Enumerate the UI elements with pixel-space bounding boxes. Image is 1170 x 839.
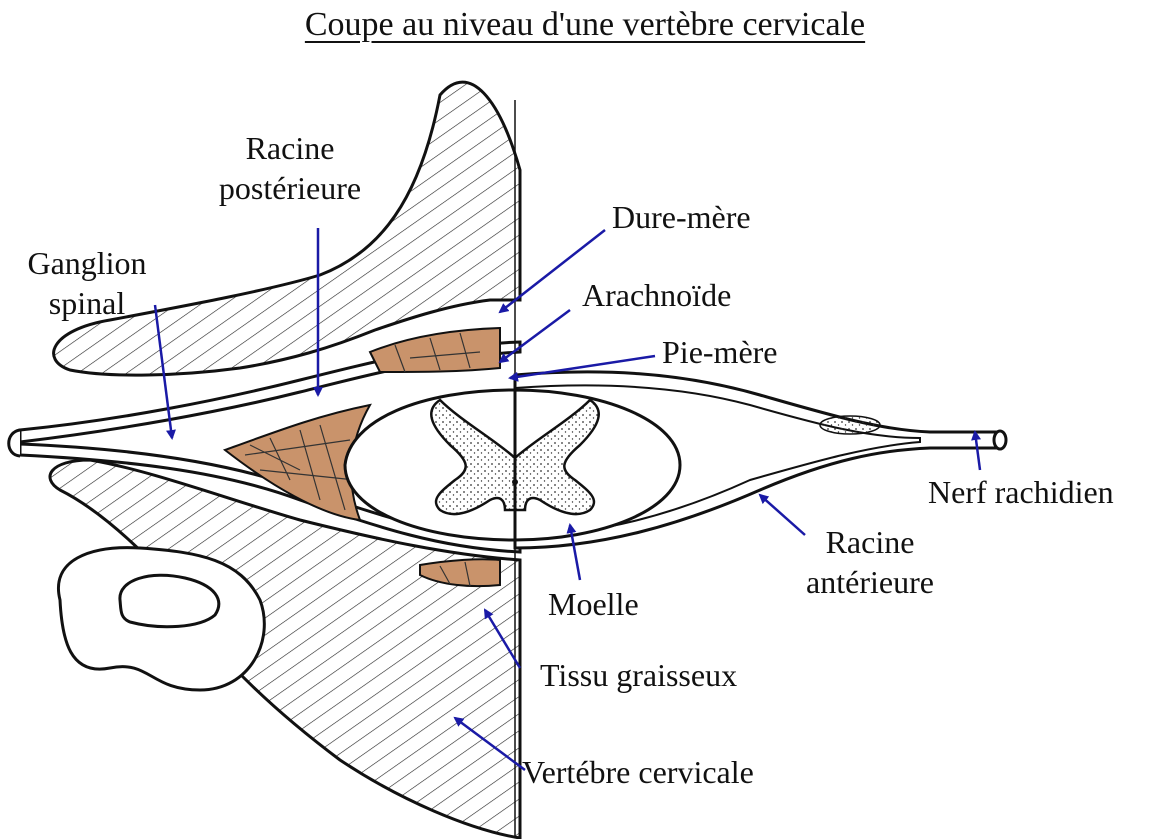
label-dure-mere: Dure-mère (612, 197, 751, 237)
label-vertebre-cervicale: Vertébre cervicale (522, 752, 754, 792)
label-racine-anterieure: Racine antérieure (790, 522, 950, 602)
ganglion-right (820, 416, 880, 434)
label-arachnoide: Arachnoïde (582, 275, 731, 315)
label-moelle: Moelle (548, 584, 639, 624)
nerve-right-end (994, 431, 1006, 449)
arrow-arachnoide (500, 310, 570, 362)
fat-upper (370, 328, 500, 372)
label-ganglion-spinal: Ganglion spinal (12, 243, 162, 323)
nerve-left-end (9, 430, 20, 456)
label-nerf-rachidien: Nerf rachidien (928, 472, 1114, 512)
label-tissu-graisseux: Tissu graisseux (540, 655, 737, 695)
label-pie-mere: Pie-mère (662, 332, 778, 372)
label-racine-posterieure: Racine postérieure (205, 128, 375, 208)
